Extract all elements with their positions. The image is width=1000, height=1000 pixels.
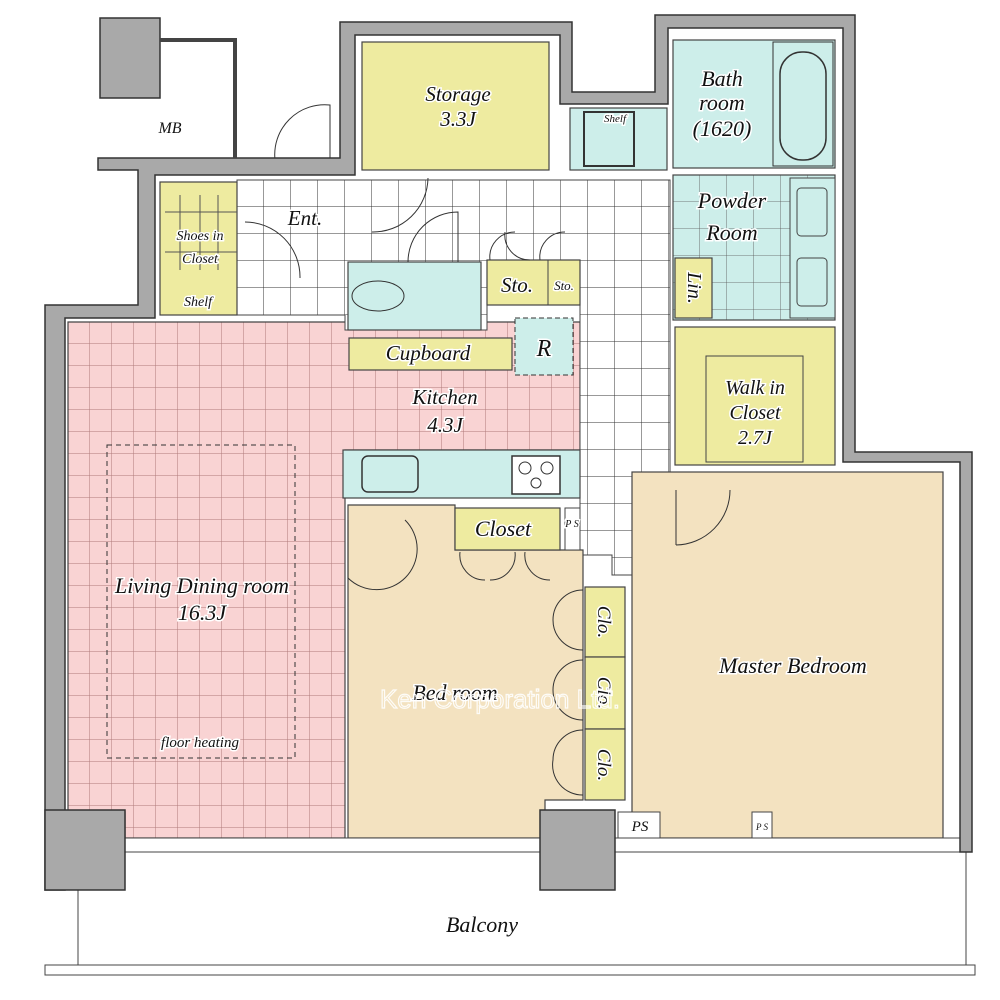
storage-size: 3.3J [439,107,477,131]
bathroom [672,39,836,169]
linen-closet [674,257,713,319]
ps-shaft-label: P S [564,519,578,530]
walk-in-size: 2.7J [738,427,773,449]
bath-label-2: room [699,90,745,115]
shoes-closet-label-2: Closet [182,252,219,267]
kitchen-label: Kitchen [411,385,477,409]
refrigerator-space [514,317,574,376]
refrigerator-label: R [536,336,552,362]
shelf-label: Shelf [604,113,628,125]
clo-label-1: Clo. [593,606,614,638]
shoes-closet [159,181,238,316]
sto-label: Sto. [501,273,533,297]
sink-icon [361,455,419,493]
closet [454,507,561,551]
cupboard [348,337,513,371]
closet-label: Closet [475,516,532,541]
living-size: 16.3J [178,600,228,625]
ps-box [617,811,661,839]
mb-label: MB [157,120,181,137]
floor-heating-area [106,444,296,759]
walls [44,14,973,891]
bedroom-floor [347,504,584,839]
ps-label: PS [631,819,649,835]
storage-small [486,259,581,306]
shelf-area [569,107,668,171]
ps-small-label: P S [755,822,769,832]
toilet-icon [351,280,405,312]
bedroom-closet-3 [584,728,626,801]
walk-in-label-2: Closet [729,402,781,424]
entrance-label: Ent. [287,206,322,230]
clo-label-3: Clo. [593,749,614,781]
ps-shaft [564,507,581,551]
column-center [539,809,616,891]
walk-in-closet [674,326,836,466]
bath-label-1: Bath [701,66,743,91]
living-label: Living Dining room [114,573,289,598]
storage-label: Storage [425,82,490,106]
clo-label-2: Clo. [593,677,614,709]
kitchen-size: 4.3J [427,413,464,437]
column-left [44,809,126,891]
powder-label-1: Powder [697,188,767,213]
bathtub-icon [772,41,834,167]
master-bedroom-label: Master Bedroom [718,653,867,678]
doors [244,104,731,796]
floor-heating-label: floor heating [161,735,239,751]
walk-in-label-1: Walk in [725,377,785,399]
powder-label-2: Room [705,220,757,245]
bedroom-closet-2 [584,656,626,730]
bedroom-closet-1 [584,586,626,658]
cupboard-label: Cupboard [386,341,471,365]
sto-small-label: Sto. [554,278,574,293]
shoes-shelf-label: Shelf [184,295,214,310]
windows [124,837,966,853]
mb-box [99,17,161,99]
storage-room [361,41,550,171]
balcony: Balcony [44,851,976,976]
shoes-closet-label-1: Shoes in [176,229,223,244]
watermark: Ken Corporation Ltd. [380,684,620,714]
linen-label: Lin. [683,271,705,304]
balcony-label: Balcony [446,912,518,937]
bedroom-label: Bed room [412,680,497,705]
bath-label-3: (1620) [693,116,752,141]
